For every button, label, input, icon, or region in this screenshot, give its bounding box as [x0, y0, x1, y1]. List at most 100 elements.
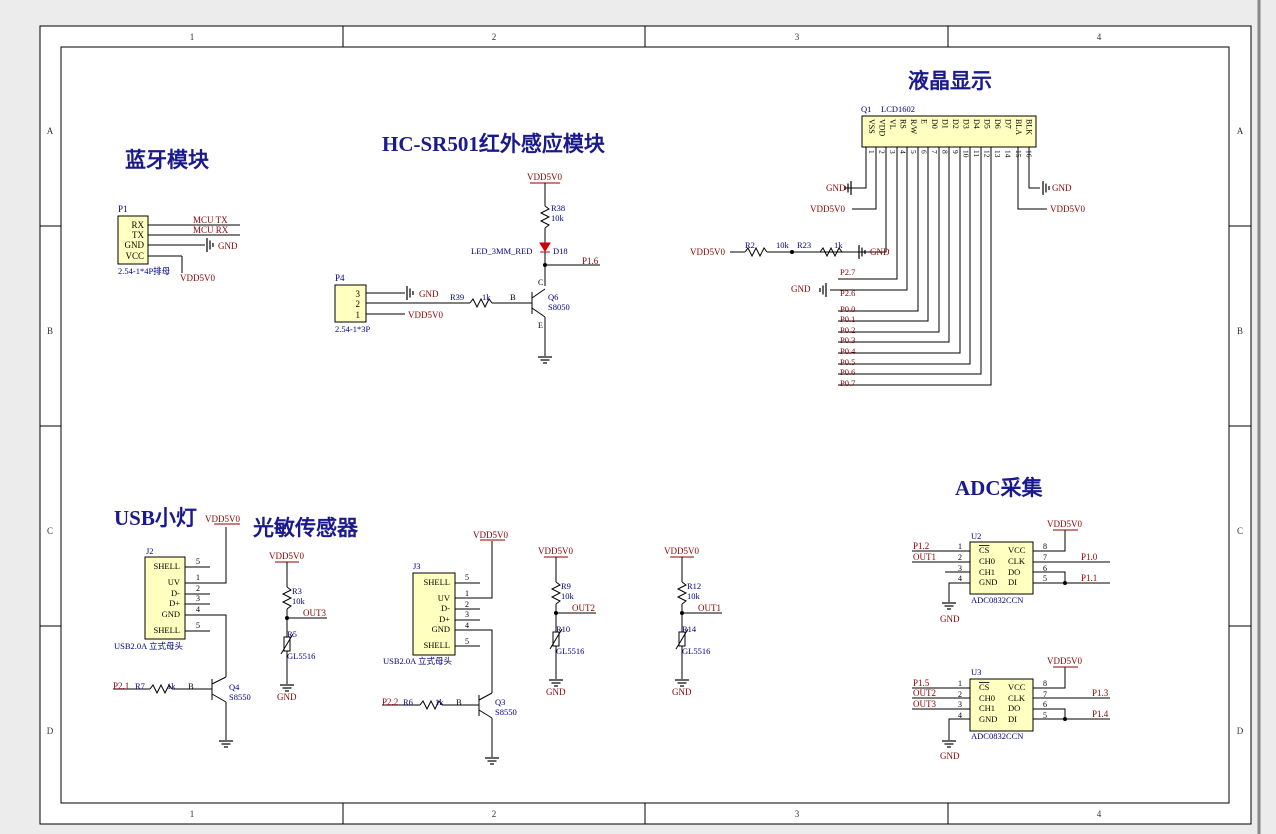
- row-label-d-left: D: [47, 726, 54, 736]
- q3-ref: Q3: [495, 697, 505, 707]
- lcd-pin-num-4: 4: [899, 150, 908, 154]
- q6-ref: Q6: [548, 292, 558, 302]
- u2-pin-gnd: GND: [979, 577, 997, 587]
- ldr1-gnd: GND: [277, 692, 297, 702]
- j3-net-p22: P2.2: [382, 697, 398, 707]
- j2-part: USB2.0A 立式母头: [114, 641, 183, 651]
- lcd-net-p03: P0.3: [840, 335, 855, 345]
- ldr3-vdd: VDD5V0: [664, 546, 699, 556]
- lcd-pin-num-11: 11: [972, 150, 981, 157]
- r23-ref: R23: [797, 240, 811, 250]
- lcd-net-p05: P0.5: [840, 357, 855, 367]
- title-usb: USB小灯: [114, 506, 197, 530]
- lcd-pin-rw: R/W: [909, 119, 918, 135]
- ldr2-out: OUT2: [572, 603, 595, 613]
- p1-pin-tx: TX: [132, 230, 144, 240]
- lcd-pin-num-7: 7: [930, 150, 939, 154]
- q4-ref: Q4: [229, 682, 240, 692]
- j3-pin-dplus: D+: [439, 614, 450, 624]
- u2-pin-ch1: CH1: [979, 567, 995, 577]
- r23-val: 1k: [834, 240, 843, 250]
- lcd-pin-d0: D0: [930, 119, 939, 129]
- u2-pin-clk: CLK: [1008, 556, 1026, 566]
- u2-part: ADC0832CCN: [971, 595, 1023, 605]
- u2-net-p11: P1.1: [1081, 573, 1097, 583]
- r7-val: 1k: [167, 681, 176, 691]
- q6-pin-c: C: [538, 278, 543, 287]
- r7-ref: R7: [135, 681, 145, 691]
- j3-pin-shell-2: SHELL: [424, 640, 450, 650]
- j3-pin-shell-1: SHELL: [424, 577, 450, 587]
- u3-gnd: GND: [940, 751, 960, 761]
- u3-pin-ch1: CH1: [979, 703, 995, 713]
- j2-num-1: 1: [196, 573, 200, 582]
- p4-net-vdd: VDD5V0: [408, 310, 443, 320]
- row-label-c-left: C: [47, 526, 53, 536]
- j3-pin-dminus: D-: [441, 603, 450, 613]
- q4-pin-b: B: [188, 681, 194, 691]
- j2-num-3: 3: [196, 594, 200, 603]
- lcd-pin-d1: D1: [941, 119, 950, 129]
- u3-pin-di: DI: [1008, 714, 1017, 724]
- p1-pin-vcc: VCC: [125, 251, 144, 261]
- u3-num-5: 5: [1043, 711, 1047, 720]
- p4-connector: P4 3 2 1 GND VDD5V0 2.54-1*3P: [334, 273, 465, 334]
- ldr2-r-val: 10k: [561, 591, 575, 601]
- u3-part: ADC0832CCN: [971, 731, 1023, 741]
- bluetooth-module: P1 RX TX GND VCC MCU TX MCU RX GND VDD5V…: [117, 204, 240, 283]
- lcd-net-p01: P0.1: [840, 314, 855, 324]
- j2-num-5b: 5: [196, 621, 200, 630]
- d18-ref: D18: [553, 246, 568, 256]
- u3-num-8: 8: [1043, 679, 1047, 688]
- p1-footprint: 2.54-1*4P排母: [118, 266, 170, 276]
- j2-pin-gnd: GND: [162, 609, 180, 619]
- lcd-pin-num-1: 1: [867, 150, 876, 154]
- col-label-1-top: 1: [190, 32, 195, 42]
- col-label-2-top: 2: [492, 32, 497, 42]
- u3-num-6: 6: [1043, 700, 1047, 709]
- lcd-part: LCD1602: [881, 104, 915, 114]
- u2-ref: U2: [971, 531, 981, 541]
- lcd-pin-e: E: [920, 119, 929, 124]
- u2-pin-ch0: CH0: [979, 556, 995, 566]
- led-part: LED_3MM_RED: [471, 246, 532, 256]
- p1-net-gnd: GND: [218, 241, 238, 251]
- ldr2-ref: R10: [556, 624, 570, 634]
- u3-pin-clk: CLK: [1008, 693, 1026, 703]
- r2-val: 10k: [776, 240, 790, 250]
- j2-pin-dplus: D+: [169, 598, 180, 608]
- j3-vdd: VDD5V0: [473, 530, 508, 540]
- lcd-pin-num-13: 13: [993, 150, 1002, 158]
- q6-pin-b: B: [510, 292, 516, 302]
- ldr2-part: GL5516: [556, 646, 584, 656]
- u3-net-p15: P1.5: [913, 678, 930, 688]
- ldr2-vdd: VDD5V0: [538, 546, 573, 556]
- j3-num-3: 3: [465, 610, 469, 619]
- col-label-2-bottom: 2: [492, 809, 497, 819]
- lcd-pin-bla: BLA: [1014, 119, 1023, 135]
- p4-footprint: 2.54-1*3P: [335, 324, 370, 334]
- u3-pin-ch0: CH0: [979, 693, 995, 703]
- title-adc: ADC采集: [955, 476, 1043, 500]
- lcd-pin-vl: VL: [888, 119, 897, 130]
- lcd-pin-num-2: 2: [878, 150, 887, 154]
- u3-pin-cs: CS: [979, 682, 990, 692]
- u3-ref: U3: [971, 667, 981, 677]
- pir-net-p16: P1.6: [582, 256, 599, 266]
- j3-pin-uv: UV: [438, 593, 451, 603]
- lcd-pin-num-8: 8: [941, 150, 950, 154]
- r38-ref: R38: [551, 203, 565, 213]
- j3-num-5b: 5: [465, 637, 469, 646]
- u3-num-3: 3: [958, 700, 962, 709]
- j3-num-4: 4: [465, 621, 469, 630]
- u2-net-p12: P1.2: [913, 541, 929, 551]
- row-label-d-right: D: [1237, 726, 1244, 736]
- ldr1-ref: R5: [287, 629, 297, 639]
- p1-ref: P1: [118, 204, 128, 214]
- ldr3-out: OUT1: [698, 603, 721, 613]
- lcd-net-p04: P0.4: [840, 346, 856, 356]
- ldr-divider-3: VDD5V0 R12 10k OUT1 R14 GL5516 GND: [664, 546, 722, 697]
- lcd-net-p27: P2.7: [840, 267, 855, 277]
- p1-net-vdd: VDD5V0: [180, 273, 215, 283]
- lcd-net-gnd-p26: GND: [791, 284, 811, 294]
